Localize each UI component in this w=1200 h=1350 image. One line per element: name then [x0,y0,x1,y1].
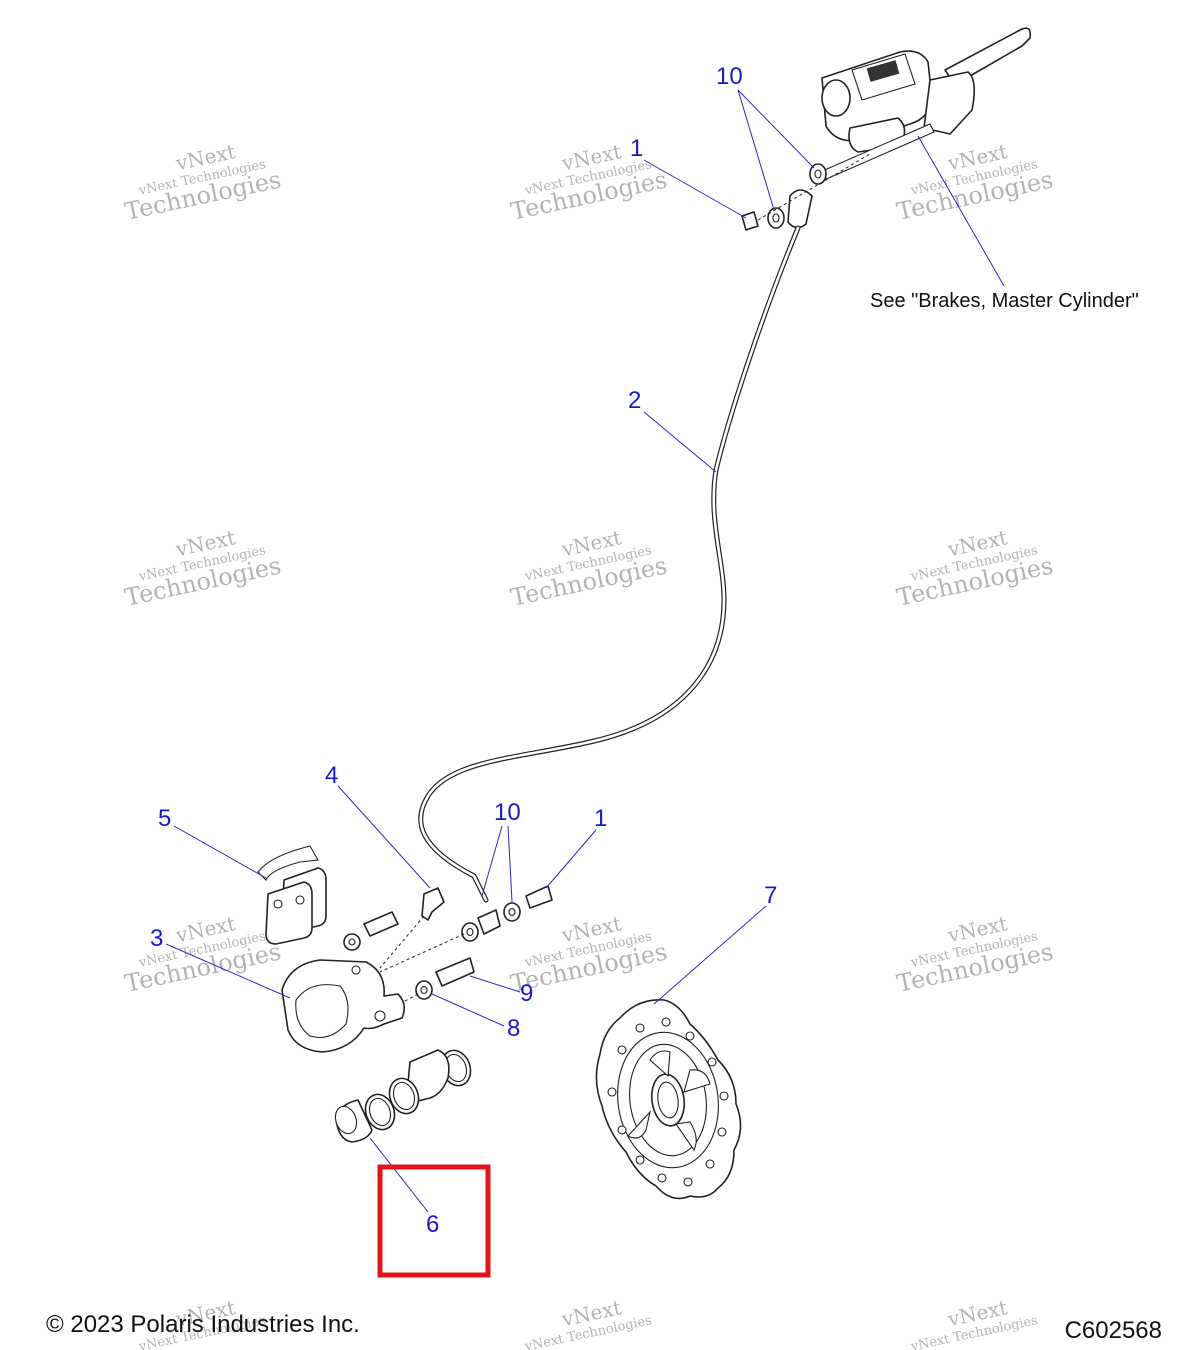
lever-pivot [923,71,976,135]
watermark: vNext vNext Technologies Technologies [122,525,283,612]
watermark: vNext vNext Technologies Technologies [122,139,283,226]
caliper-bolt-upper [363,911,399,937]
banjo-fitting-bottom [477,909,501,935]
brake-caliper [281,959,406,1053]
watermark: vNext vNext Technologies [523,1295,653,1350]
drawing-code: C602568 [1065,1317,1162,1344]
leader-lines [165,89,1005,1213]
banjo-fitting-top [787,189,813,229]
callout-3: 3 [150,925,163,952]
watermark: vNext vNext Technologies [909,1295,1039,1350]
callout-5: 5 [158,805,171,832]
banjo-bolt-top [741,211,759,231]
brake-hose [418,225,801,903]
banjo-bolt-bottom [525,885,553,909]
cap-label [866,60,900,82]
caliper-fasteners [343,885,553,1009]
bar-clamp [821,79,851,117]
watermark: vNext vNext Technologies Technologies [894,911,1055,998]
watermark: vNext vNext Technologies Technologies [508,139,669,226]
caliper-bolt-lower [435,957,475,987]
callout-4: 4 [325,762,338,789]
callout-9: 9 [520,980,533,1007]
callout-1-bottom: 1 [594,805,607,832]
pad-spring-clip [257,845,319,881]
callout-7: 7 [764,882,777,909]
callout-2: 2 [628,387,641,414]
callout-8: 8 [507,1015,520,1042]
bleeder-screw [421,887,445,921]
callout-1-top: 1 [630,135,643,162]
watermark: vNext vNext Technologies Technologies [894,139,1055,226]
caliper-piston-kit [334,1049,472,1143]
callout-6: 6 [426,1211,439,1238]
callout-10-bottom: 10 [494,799,521,826]
callout-labels: 10 1 2 4 5 10 1 7 3 9 8 6 [150,63,777,1238]
highlight-box [377,1164,491,1278]
callout-10-top: 10 [716,63,743,90]
watermark: vNext vNext Technologies Technologies [894,525,1055,612]
master-cylinder-note: See "Brakes, Master Cylinder" [870,290,1139,312]
copyright-text: © 2023 Polaris Industries Inc. [46,1311,360,1338]
brake-pads [257,845,327,945]
master-cylinder [819,27,1032,181]
brake-disc [595,999,742,1200]
brake-pad-front [265,881,313,945]
watermark: vNext vNext Technologies Technologies [508,525,669,612]
top-fasteners [741,153,871,231]
